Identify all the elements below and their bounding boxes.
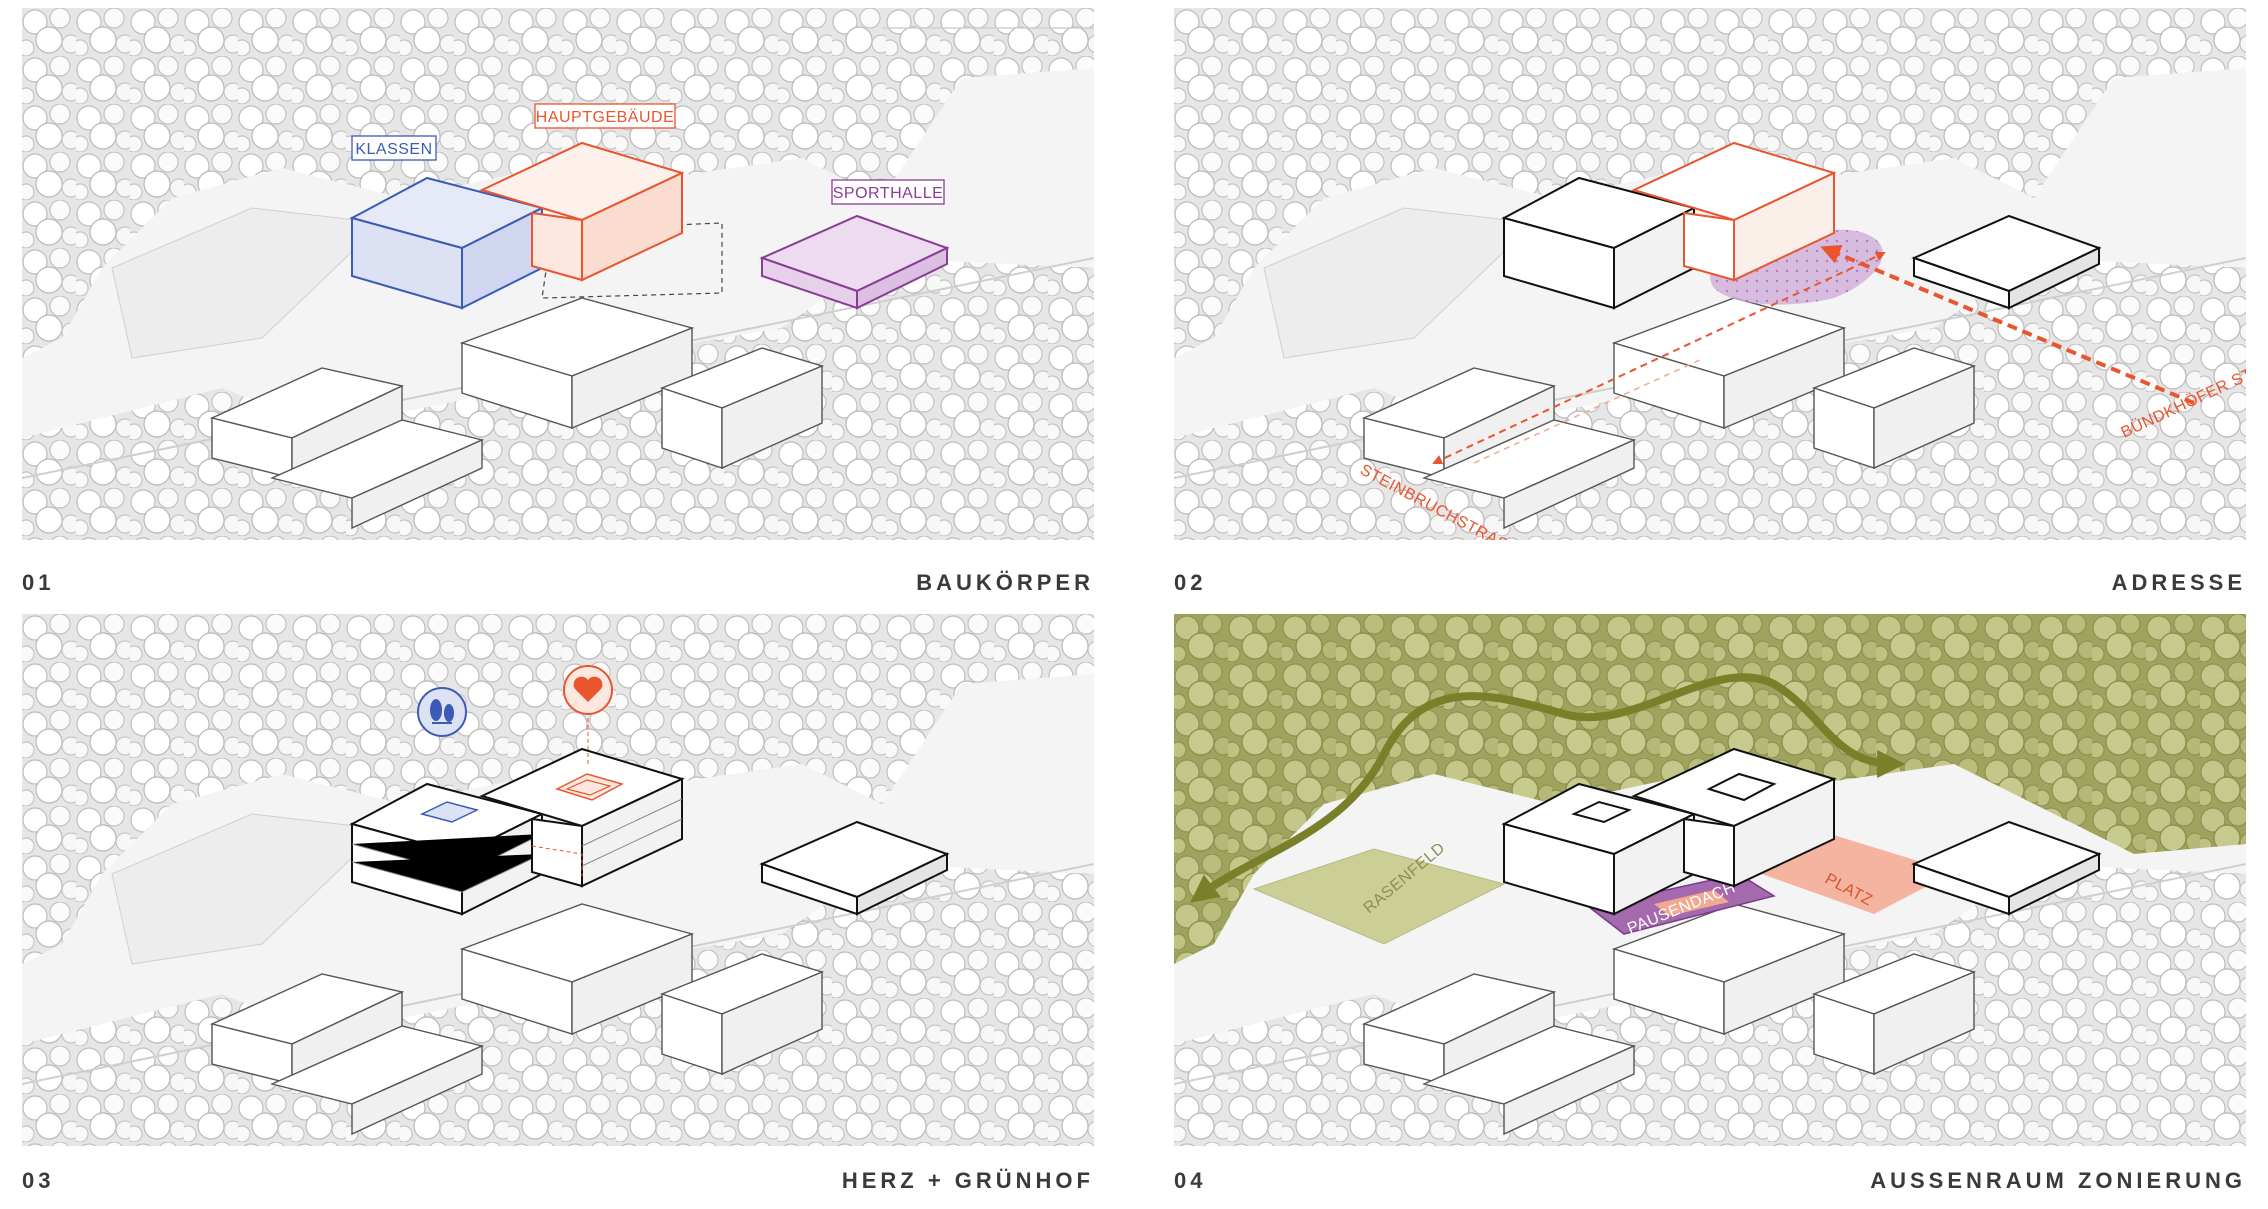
panel-baukoerper: KLASSEN HAUPTGEBÄUDE SPORTHALLE <box>22 8 1094 540</box>
courtyard-heart <box>555 773 624 801</box>
sport-block <box>1911 214 2102 310</box>
caption-01: 01 BAUKÖRPER <box>22 563 1094 603</box>
courtyard-green <box>419 801 480 823</box>
arrow-left-street <box>1432 251 1886 465</box>
caption-title: HERZ + GRÜNHOF <box>841 1168 1094 1193</box>
caption-title: BAUKÖRPER <box>916 570 1094 595</box>
forest <box>22 614 1094 964</box>
label-sport: SPORTHALLE <box>831 179 945 205</box>
arrow-right-street <box>1820 244 2195 405</box>
existing-buildings <box>209 903 825 1136</box>
caption-title: ADRESSE <box>2111 570 2246 595</box>
caption-number: 04 <box>1174 1168 1207 1193</box>
label-klassen: KLASSEN <box>351 135 437 161</box>
klassen-block <box>349 176 545 310</box>
caption-number: 01 <box>22 570 55 595</box>
panel-aussenraum: RASENFELD PLATZ PAUSENDACH <box>1174 614 2246 1146</box>
site-diagram-03 <box>22 614 1094 1146</box>
tree-icon <box>417 687 467 737</box>
caption-title: AUSSENRAUM ZONIERUNG <box>1870 1168 2246 1193</box>
existing-buildings <box>209 297 825 530</box>
site-diagram-04: RASENFELD PLATZ PAUSENDACH <box>1174 614 2246 1146</box>
svg-text:KLASSEN: KLASSEN <box>355 141 432 158</box>
caption-04: 04 AUSSENRAUM ZONIERUNG <box>1174 1161 2246 1201</box>
forest <box>1174 8 2246 358</box>
site-diagram-01: KLASSEN HAUPTGEBÄUDE SPORTHALLE <box>22 8 1094 540</box>
label-haupt: HAUPTGEBÄUDE <box>534 103 676 129</box>
sport-block <box>1911 820 2102 916</box>
open-field <box>111 207 384 359</box>
panel-herz-gruenhof <box>22 614 1094 1146</box>
heart-icon <box>563 665 613 715</box>
site-diagram-02: STEINBRUCHSTRASSE BÜNDKHÖFER STR. <box>1174 8 2246 540</box>
caption-03: 03 HERZ + GRÜNHOF <box>22 1161 1094 1201</box>
forest-east <box>2034 674 2246 854</box>
haupt-block <box>479 141 685 282</box>
caption-number: 03 <box>22 1168 55 1193</box>
existing-buildings <box>1361 903 1977 1136</box>
caption-number: 02 <box>1174 570 1207 595</box>
svg-text:HAUPTGEBÄUDE: HAUPTGEBÄUDE <box>536 108 674 126</box>
forest <box>22 8 1094 358</box>
sport-block <box>759 820 950 916</box>
sport-block <box>759 214 950 310</box>
caption-02: 02 ADRESSE <box>1174 563 2246 603</box>
green-corridor-arrow <box>1190 673 1906 903</box>
panel-adresse: STEINBRUCHSTRASSE BÜNDKHÖFER STR. <box>1174 8 2246 540</box>
svg-text:SPORTHALLE: SPORTHALLE <box>833 185 944 202</box>
